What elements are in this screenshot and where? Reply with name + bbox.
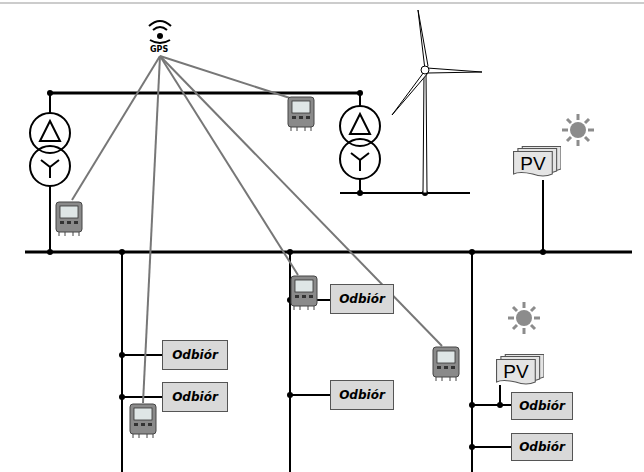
pv-label: PV xyxy=(520,153,545,175)
pv-label: PV xyxy=(503,361,528,383)
load-box: Odbiór xyxy=(162,340,228,370)
load-label: Odbiór xyxy=(339,292,385,306)
pv-panel-box: PV xyxy=(513,146,561,178)
load-box: Odbiór xyxy=(330,380,394,410)
pv-panel-box: PV xyxy=(496,354,544,386)
load-box: Odbiór xyxy=(511,392,573,420)
load-label: Odbiór xyxy=(519,399,565,413)
gps-label: GPS xyxy=(150,45,168,54)
load-label: Odbiór xyxy=(172,348,218,362)
load-label: Odbiór xyxy=(519,440,565,454)
load-box: Odbiór xyxy=(330,284,394,314)
load-label: Odbiór xyxy=(172,390,218,404)
load-box: Odbiór xyxy=(162,382,228,412)
load-box: Odbiór xyxy=(511,433,573,461)
load-label: Odbiór xyxy=(339,388,385,402)
